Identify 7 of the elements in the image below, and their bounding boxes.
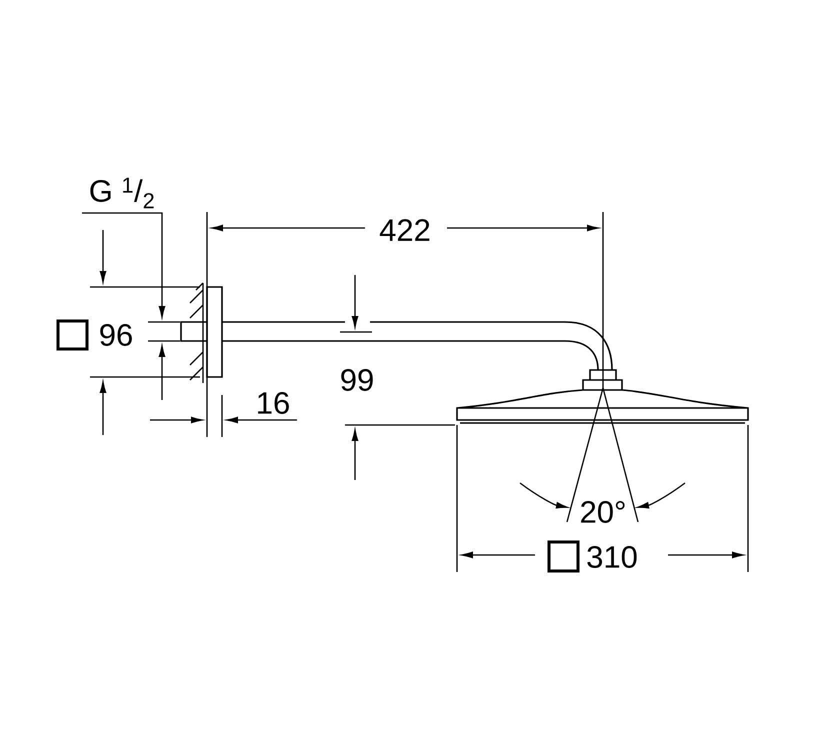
dimension-text: 310 (584, 544, 640, 570)
dimension-text: 422 (377, 217, 433, 243)
dimension-text: 96 (96, 322, 136, 348)
dimension-text: 16 (254, 390, 292, 416)
dimension-text: 99 (338, 367, 376, 393)
dimension-text: 20° (578, 499, 628, 525)
dimension-text: G $^{1}$/$_{2}$ (86, 176, 158, 210)
